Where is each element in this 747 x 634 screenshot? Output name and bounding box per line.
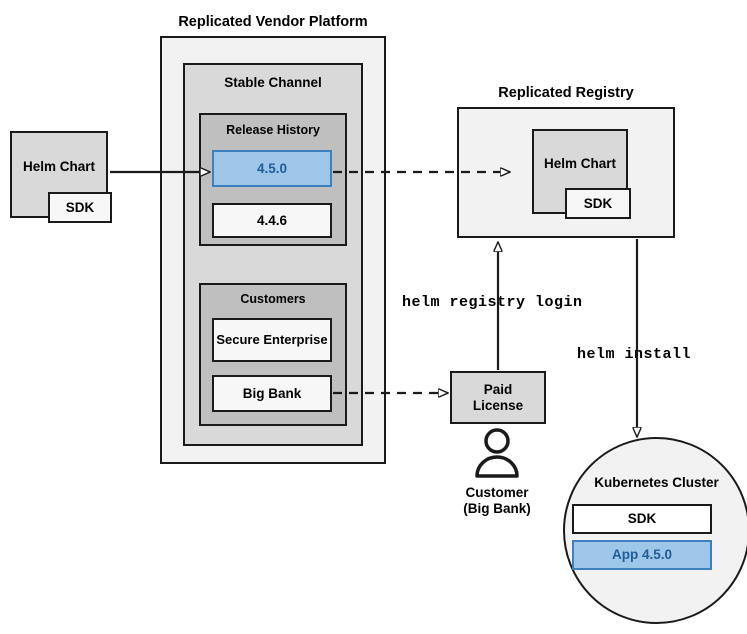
customer-secure-enterprise[interactable]: Secure Enterprise xyxy=(212,318,332,362)
paid-license-box[interactable]: Paid License xyxy=(450,371,546,424)
cluster-item-sdk-label: SDK xyxy=(627,511,657,527)
customers-title: Customers xyxy=(240,292,306,306)
helm-chart-source-label: Helm Chart xyxy=(22,158,95,174)
cluster-item-app[interactable]: App 4.5.0 xyxy=(572,540,712,570)
release-item-446-label: 4.4.6 xyxy=(256,212,288,228)
kubernetes-cluster-title: Kubernetes Cluster xyxy=(594,475,719,490)
command-helm-registry-login: helm registry login xyxy=(402,294,583,311)
person-icon xyxy=(475,428,519,478)
command-helm-install: helm install xyxy=(577,346,692,363)
customer-actor-line2: (Big Bank) xyxy=(463,501,531,516)
registry-sdk-label: SDK xyxy=(583,195,613,211)
registry-title: Replicated Registry xyxy=(498,85,634,101)
release-history-title: Release History xyxy=(226,123,320,137)
paid-license-line2: License xyxy=(472,397,524,413)
paid-license-line1: Paid xyxy=(483,381,513,397)
release-item-446[interactable]: 4.4.6 xyxy=(212,203,332,238)
cluster-item-sdk[interactable]: SDK xyxy=(572,504,712,534)
release-item-450-label: 4.5.0 xyxy=(256,160,288,176)
customer-big-bank[interactable]: Big Bank xyxy=(212,375,332,412)
registry-helm-chart-label: Helm Chart xyxy=(543,155,616,171)
stable-channel-title: Stable Channel xyxy=(224,75,322,90)
customer-big-bank-label: Big Bank xyxy=(242,385,302,401)
vendor-platform-title: Replicated Vendor Platform xyxy=(178,14,368,30)
helm-chart-source-sdk-label: SDK xyxy=(65,199,95,215)
cluster-item-app-label: App 4.5.0 xyxy=(611,547,673,563)
release-item-450[interactable]: 4.5.0 xyxy=(212,150,332,187)
customer-actor-line1: Customer xyxy=(465,485,529,500)
customer-secure-enterprise-label: Secure Enterprise xyxy=(216,331,328,347)
registry-sdk[interactable]: SDK xyxy=(565,188,631,219)
helm-chart-source-sdk[interactable]: SDK xyxy=(48,192,112,223)
